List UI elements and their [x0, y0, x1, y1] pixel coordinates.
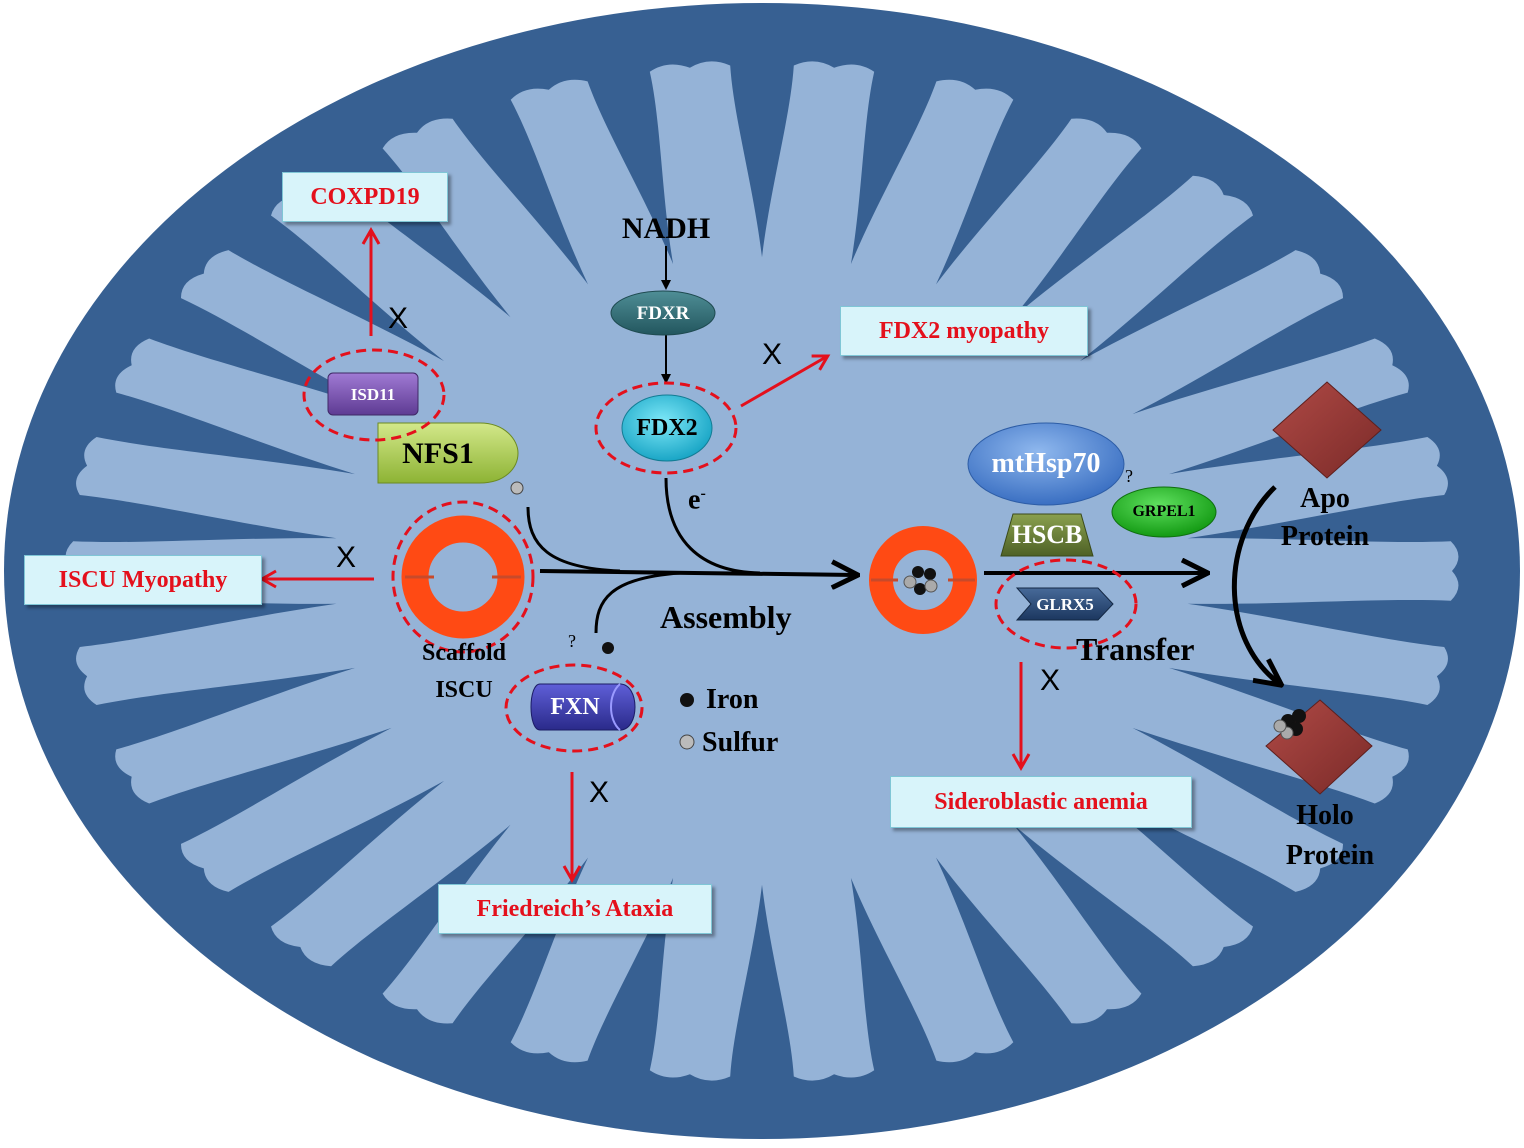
transfer-label: Transfer: [1076, 631, 1195, 667]
sulfur-dot: [510, 481, 524, 495]
mthsp70-label: mtHsp70: [991, 448, 1101, 479]
fdxr-label: FDXR: [636, 303, 690, 324]
loaded-scaffold-ring: [869, 526, 977, 634]
mthsp70-shape: [967, 422, 1125, 506]
legend-iron-dot: [680, 693, 694, 707]
fxn-curve: [594, 571, 681, 634]
holo-label-line1: Holo: [1296, 800, 1354, 831]
disease-iscu-myopathy: ISCU Myopathy: [24, 555, 262, 605]
nadh-label: NADH: [621, 212, 711, 245]
x-mark-isd11: X: [388, 302, 409, 335]
x-mark-glrx5: X: [1040, 664, 1061, 697]
isd11-shape: [327, 372, 419, 416]
assembly-label: Assembly: [660, 599, 792, 635]
iscu-mutation-ring: [391, 500, 535, 654]
question-mark-fxn: ?: [568, 631, 576, 651]
grpel1-shape: [1111, 486, 1217, 538]
disease-friedreich-ataxia: Friedreich’s Ataxia: [438, 884, 712, 934]
assembly-arrow: [539, 571, 856, 575]
x-mark-fdx2: X: [762, 338, 783, 371]
nfs1-label: NFS1: [402, 437, 474, 470]
hscb-shape: [1000, 513, 1094, 557]
fdx2-label: FDX2: [636, 415, 698, 441]
apo-label-line2: Protein: [1280, 521, 1370, 552]
scaffold-label: Scaffold: [422, 640, 506, 666]
apo-protein-shape: [1272, 381, 1382, 479]
legend-sulfur-label: Sulfur: [702, 727, 779, 758]
grpel1-label: GRPEL1: [1132, 503, 1196, 520]
apo-label-line1: Apo: [1300, 483, 1350, 514]
question-mark-grpel1: ?: [1125, 466, 1133, 486]
apo-holo-arrow: [1231, 485, 1280, 684]
iron-dot: [602, 642, 614, 654]
hscb-label: HSCB: [1011, 520, 1083, 549]
fxn-mutation-ring: [504, 663, 644, 753]
electron-curve: [664, 477, 761, 575]
fdx2-shape: [621, 394, 713, 462]
iscu-label: ISCU: [435, 677, 493, 703]
glrx5-label: GLRX5: [1036, 595, 1094, 614]
fdx2-mutation-ring: [594, 381, 738, 475]
disease-sideroblastic-anemia: Sideroblastic anemia: [890, 776, 1192, 828]
legend-sulfur-dot: [679, 734, 695, 750]
disease-fdx2-myopathy: FDX2 myopathy: [840, 306, 1088, 356]
x-mark-fxn: X: [589, 776, 610, 809]
fdxr-shape: [610, 290, 716, 336]
nfs1-curve: [526, 506, 621, 573]
fdx2-myopathy-arrow: [740, 354, 831, 408]
glrx5-mutation-ring: [994, 558, 1138, 650]
x-mark-iscu: X: [336, 541, 357, 574]
nfs1-shape: [377, 422, 519, 484]
isd11-label: ISD11: [350, 385, 396, 404]
glrx5-shape: [1015, 587, 1114, 621]
fxn-label: FXN: [550, 694, 600, 720]
fxn-shape: [530, 683, 636, 731]
disease-coxpd19: COXPD19: [282, 172, 448, 222]
scaffold-iscu-ring: [401, 515, 525, 639]
electron-label: e-: [688, 484, 706, 516]
legend-iron-label: Iron: [706, 684, 759, 715]
isd11-mutation-ring: [302, 348, 446, 442]
holo-label-line2: Protein: [1285, 840, 1375, 871]
